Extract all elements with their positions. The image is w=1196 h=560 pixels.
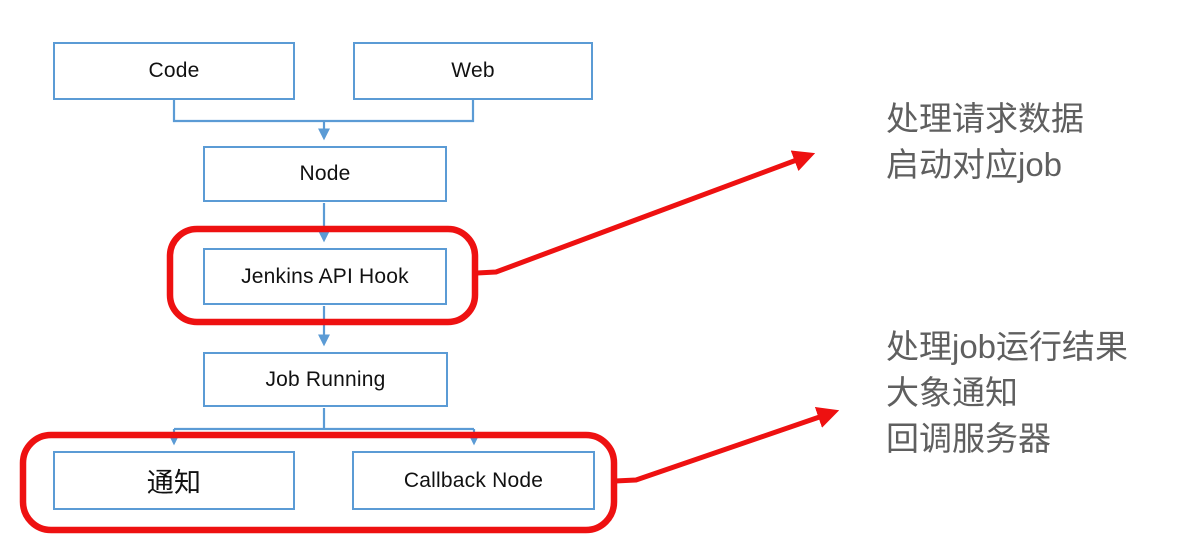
flow-box-node-label: Node (299, 162, 351, 185)
annotation-process-result: 处理job运行结果 大象通知 回调服务器 (886, 324, 1128, 462)
annotation-line: 处理请求数据 (886, 100, 1084, 137)
flow-box-job-running-label: Job Running (265, 367, 386, 391)
annotation-line: 处理job运行结果 (886, 328, 1129, 365)
highlight-ring-bottom-row (19, 431, 618, 534)
flow-box-code: Code (53, 42, 295, 100)
annotation-process-request: 处理请求数据 启动对应job (886, 96, 1084, 188)
flow-box-node: Node (203, 146, 447, 202)
red-arrow-bottom-icon (614, 406, 840, 484)
annotation-line: 回调服务器 (886, 420, 1051, 457)
red-arrow-top-icon (476, 150, 816, 276)
flow-box-web-label: Web (451, 59, 495, 82)
flow-box-notify-label: 通知 (146, 468, 202, 498)
flow-box-callback-label: Callback Node (403, 468, 544, 492)
annotation-line: 启动对应job (886, 146, 1063, 183)
flow-box-job-running: Job Running (203, 352, 448, 407)
connector-jobrunning-split (174, 408, 474, 431)
flow-box-code-label: Code (148, 59, 200, 82)
flow-box-web: Web (353, 42, 593, 100)
flow-box-callback-node: Callback Node (352, 451, 595, 510)
connector-code-web-merge (172, 100, 475, 123)
flow-box-jenkins-label: Jenkins API Hook (241, 264, 409, 288)
flow-box-notify: 通知 (53, 451, 295, 510)
highlight-ring-jenkins (166, 225, 479, 326)
flow-box-jenkins-api-hook: Jenkins API Hook (203, 248, 447, 305)
annotation-line: 大象通知 (886, 374, 1018, 411)
